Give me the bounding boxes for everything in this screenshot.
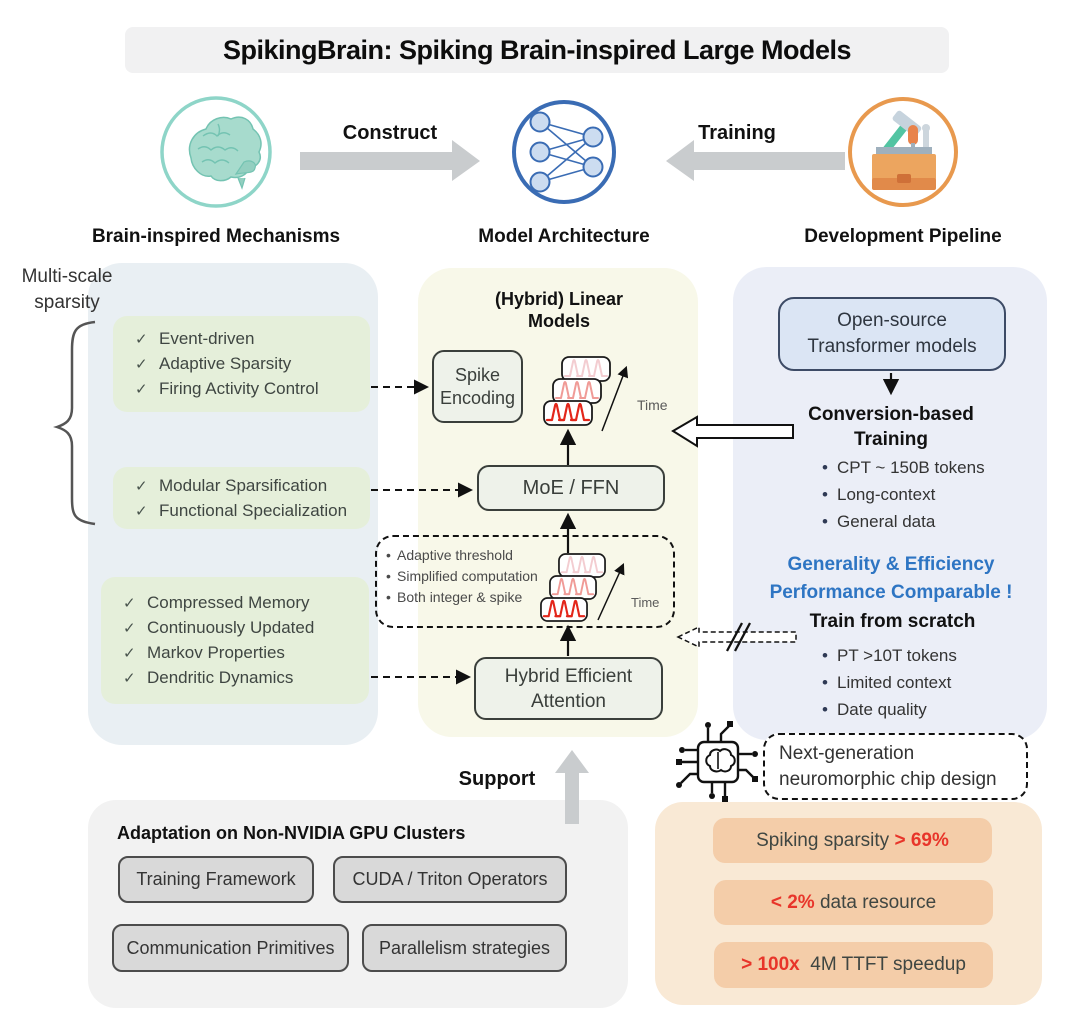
result-spiking-sparsity: Spiking sparsity > 69% [713, 818, 992, 863]
list-item: •Both integer & spike [386, 588, 523, 605]
multiscale-annotation: Multi-scale sparsity [21, 266, 113, 313]
check-icon: ✓ [135, 331, 148, 348]
cuda-triton-operators-chip: CUDA / Triton Operators [333, 856, 567, 903]
list-item: •PT >10T tokens [822, 645, 957, 665]
spike-train-card-back [558, 553, 606, 578]
communication-primitives-chip: Communication Primitives [112, 924, 349, 972]
check-icon: ✓ [135, 477, 148, 495]
highlight-value: > 69% [894, 829, 949, 851]
list-item: ✓Adaptive Sparsity [135, 354, 292, 373]
hybrid-attention-box: Hybrid Efficient Attention [474, 657, 663, 720]
time-label-upper: Time [637, 397, 668, 413]
conversion-training-title: Conversion-based Training [808, 404, 974, 450]
scratch-bullet-list: •PT >10T tokens •Limited context •Date q… [822, 642, 957, 723]
bullet-icon: • [386, 588, 391, 605]
mechanisms-heading: Brain-inspired Mechanisms [91, 226, 341, 247]
list-item: ✓Modular Sparsification [135, 475, 328, 495]
bullet-icon: • [386, 567, 391, 584]
check-icon: ✓ [123, 645, 136, 662]
brain-icon [160, 96, 272, 208]
training-label: Training [698, 122, 776, 144]
training-framework-chip: Training Framework [118, 856, 314, 903]
adaptation-title: Adaptation on Non-NVIDIA GPU Clusters [117, 823, 466, 843]
spike-train-card-front [540, 597, 588, 622]
list-item: •Limited context [822, 672, 952, 692]
bullet-icon: • [822, 484, 828, 504]
construct-arrow [300, 140, 480, 181]
list-item: •Date quality [822, 699, 927, 719]
bullet-icon: • [822, 511, 828, 531]
spike-train-card-front [543, 400, 593, 426]
page-title: SpikingBrain: Spiking Brain-inspired Lar… [222, 34, 852, 65]
list-item: •Simplified computation [386, 567, 538, 584]
highlight-value: > 100x [741, 954, 800, 975]
conversion-bullet-list: •CPT ~ 150B tokens •Long-context •Genera… [822, 454, 985, 535]
result-data-resource: < 2% data resource [714, 880, 993, 925]
time-label-lower: Time [631, 595, 660, 610]
network-icon [512, 100, 616, 204]
adaptation-panel [88, 800, 628, 1008]
mechanism-group-memory: ✓Compressed Memory ✓Continuously Updated… [101, 577, 369, 704]
open-source-box: Open-source Transformer models [778, 297, 1006, 371]
spiking-neuron-notes: •Adaptive threshold •Simplified computat… [386, 544, 538, 607]
moe-ffn-box: MoE / FFN [477, 465, 665, 511]
check-icon: ✓ [135, 356, 148, 373]
mechanism-group-modular: ✓Modular Sparsification ✓Functional Spec… [113, 467, 370, 529]
spiking-neuron-dashed-box [375, 535, 675, 628]
train-from-scratch-title: Train from scratch [809, 611, 976, 632]
list-item: •CPT ~ 150B tokens [822, 457, 985, 477]
list-item: ✓Compressed Memory [123, 593, 310, 612]
bullet-icon: • [822, 457, 828, 477]
list-item: ✓Firing Activity Control [135, 379, 319, 398]
list-item: ✓Event-driven [135, 329, 255, 348]
list-item: ✓Continuously Updated [123, 618, 315, 637]
check-icon: ✓ [123, 620, 136, 637]
title-bar: SpikingBrain: Spiking Brain-inspired Lar… [125, 27, 949, 73]
architecture-title: (Hybrid) Linear Models [494, 289, 623, 331]
pipeline-heading: Development Pipeline [804, 226, 1002, 247]
bullet-icon: • [822, 672, 828, 692]
spike-train-card-mid [549, 575, 597, 600]
list-item: ✓Functional Specialization [135, 500, 348, 520]
bullet-icon: • [386, 546, 391, 563]
neuromorphic-chip-note: Next-generation neuromorphic chip design [763, 733, 1028, 800]
check-icon: ✓ [123, 595, 136, 612]
construct-label: Construct [342, 122, 438, 144]
list-item: ✓Dendritic Dynamics [123, 668, 294, 687]
spike-encoding-box: Spike Encoding [432, 350, 523, 423]
neuromorphic-chip-icon [676, 721, 758, 802]
support-label: Support [458, 768, 536, 790]
mechanism-group-spiking: ✓Event-driven ✓Adaptive Sparsity ✓Firing… [113, 316, 370, 412]
check-icon: ✓ [135, 502, 148, 520]
highlight-value: < 2% [770, 891, 815, 913]
list-item: •General data [822, 511, 936, 531]
bullet-icon: • [822, 699, 828, 719]
parallelism-strategies-chip: Parallelism strategies [362, 924, 567, 972]
toolbox-icon [848, 97, 958, 207]
list-item: •Long-context [822, 484, 936, 504]
architecture-heading: Model Architecture [478, 226, 650, 247]
training-arrow [666, 140, 845, 181]
result-ttft-speedup: > 100x 4M TTFT speedup [714, 942, 993, 988]
check-icon: ✓ [135, 381, 148, 398]
comparable-highlight: Generality & Efficiency Performance Comp… [769, 554, 1013, 603]
list-item: ✓Markov Properties [123, 643, 285, 662]
bullet-icon: • [822, 645, 828, 665]
list-item: •Adaptive threshold [386, 546, 513, 563]
check-icon: ✓ [123, 670, 136, 687]
